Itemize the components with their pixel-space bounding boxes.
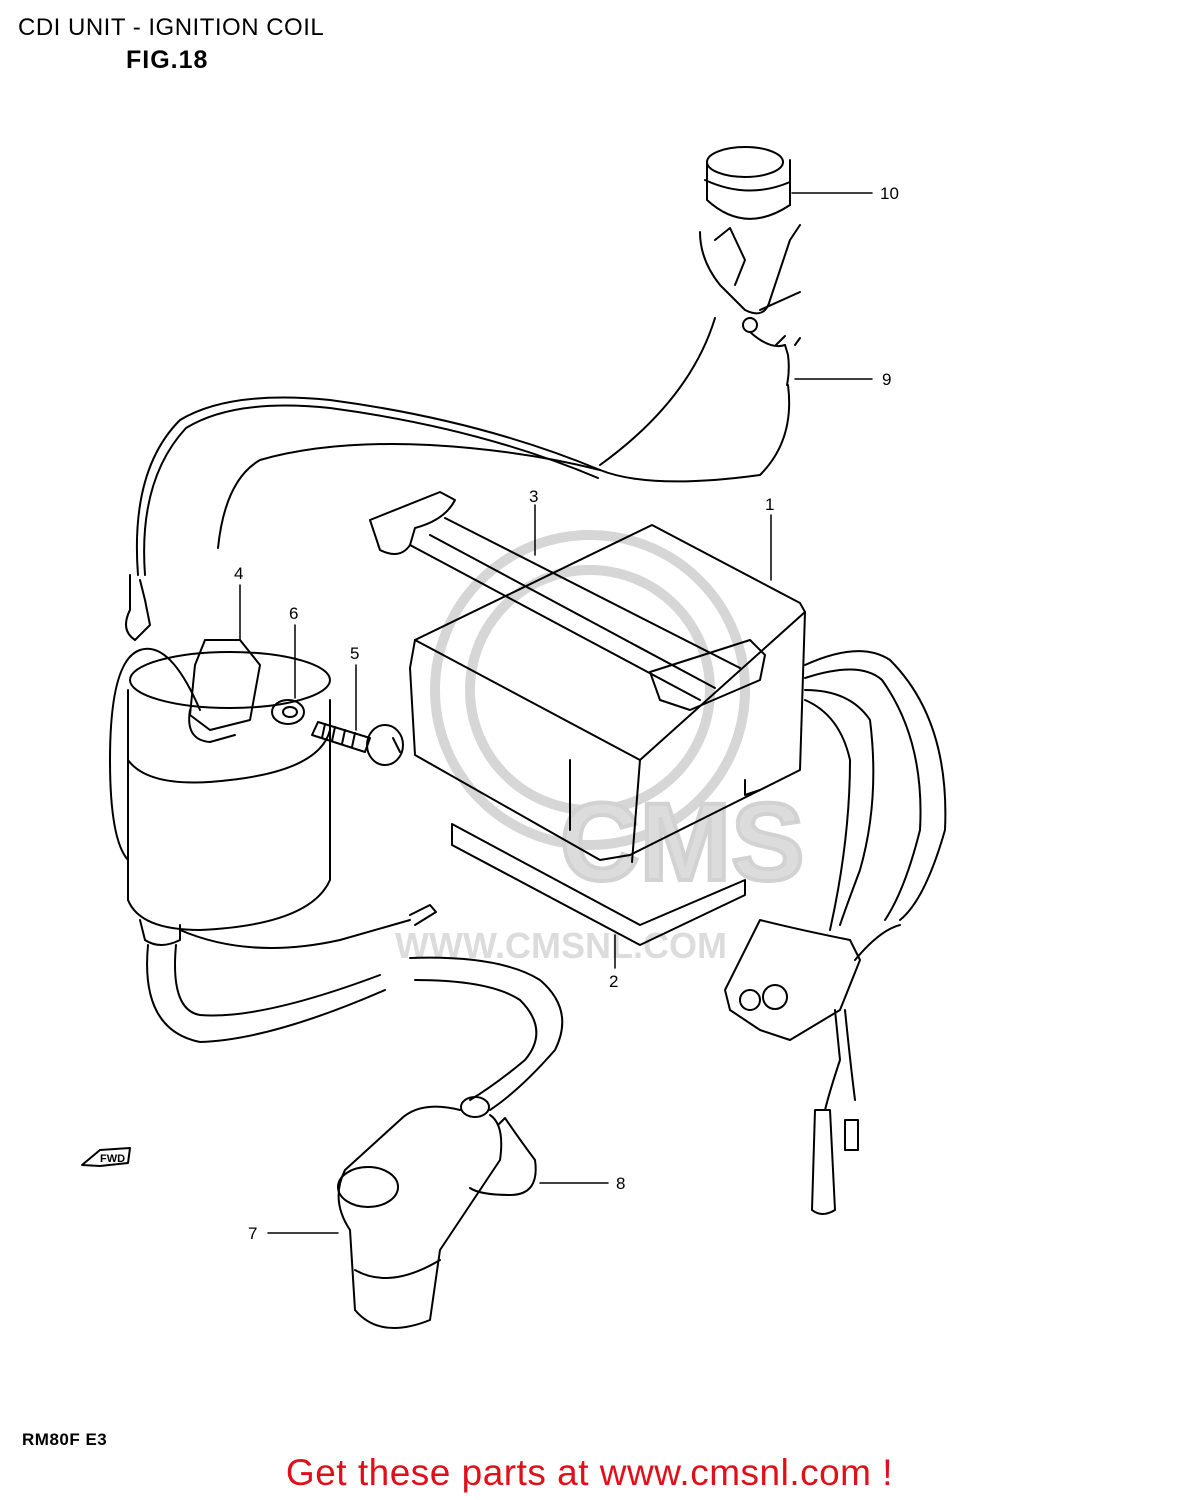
callout-6-label: 6 [289, 604, 298, 623]
callout-9: 9 [794, 370, 891, 389]
callout-2-label: 2 [609, 972, 618, 991]
callout-7: 7 [248, 1224, 339, 1243]
callout-6: 6 [289, 604, 298, 699]
callout-9-label: 9 [882, 370, 891, 389]
callout-2: 2 [609, 934, 618, 991]
callout-5-label: 5 [350, 644, 359, 663]
callout-8-label: 8 [616, 1174, 625, 1193]
callout-1: 1 [765, 495, 774, 581]
part-4-ignition-coil [109, 639, 331, 946]
part-10-switch [699, 146, 801, 333]
callout-7-label: 7 [248, 1224, 257, 1243]
watermark-logo-text: CMS [560, 781, 804, 904]
callout-4-label: 4 [234, 564, 243, 583]
callout-3-label: 3 [529, 487, 538, 506]
part-2-pad [451, 823, 746, 946]
model-code: RM80F E3 [22, 1430, 108, 1449]
part-8-clip [469, 1117, 537, 1196]
cms-watermark: CMS WWW.CMSNL.COM [395, 530, 806, 966]
part-9-terminal-lead [599, 317, 801, 483]
figure-number: FIG.18 [126, 46, 209, 74]
callout-3: 3 [529, 487, 538, 556]
callout-1-label: 1 [765, 495, 774, 514]
callout-4: 4 [234, 564, 243, 641]
part-6-washer [271, 699, 305, 725]
callout-8: 8 [539, 1174, 625, 1193]
high-tension-lead [146, 904, 564, 1111]
cdi-output-harness [724, 650, 947, 1215]
part-3-strap [369, 491, 766, 711]
part-7-plug-cap [337, 1096, 503, 1329]
part-1-cdi-unit [409, 524, 806, 863]
callout-10: 10 [791, 184, 899, 203]
callout-5: 5 [350, 644, 359, 731]
watermark-url: WWW.CMSNL.COM [395, 925, 727, 966]
part-5-screw [311, 721, 404, 766]
callouts: 1 2 3 4 5 6 7 8 [234, 184, 899, 1243]
harness-main-wire [125, 396, 601, 641]
fwd-arrow-icon: FWD [81, 1147, 131, 1167]
callout-10-label: 10 [880, 184, 899, 203]
cta-link[interactable]: Get these parts at www.cmsnl.com ! [285, 1452, 894, 1493]
diagram-title: CDI UNIT - IGNITION COIL [18, 14, 325, 41]
fwd-label: FWD [100, 1153, 125, 1165]
